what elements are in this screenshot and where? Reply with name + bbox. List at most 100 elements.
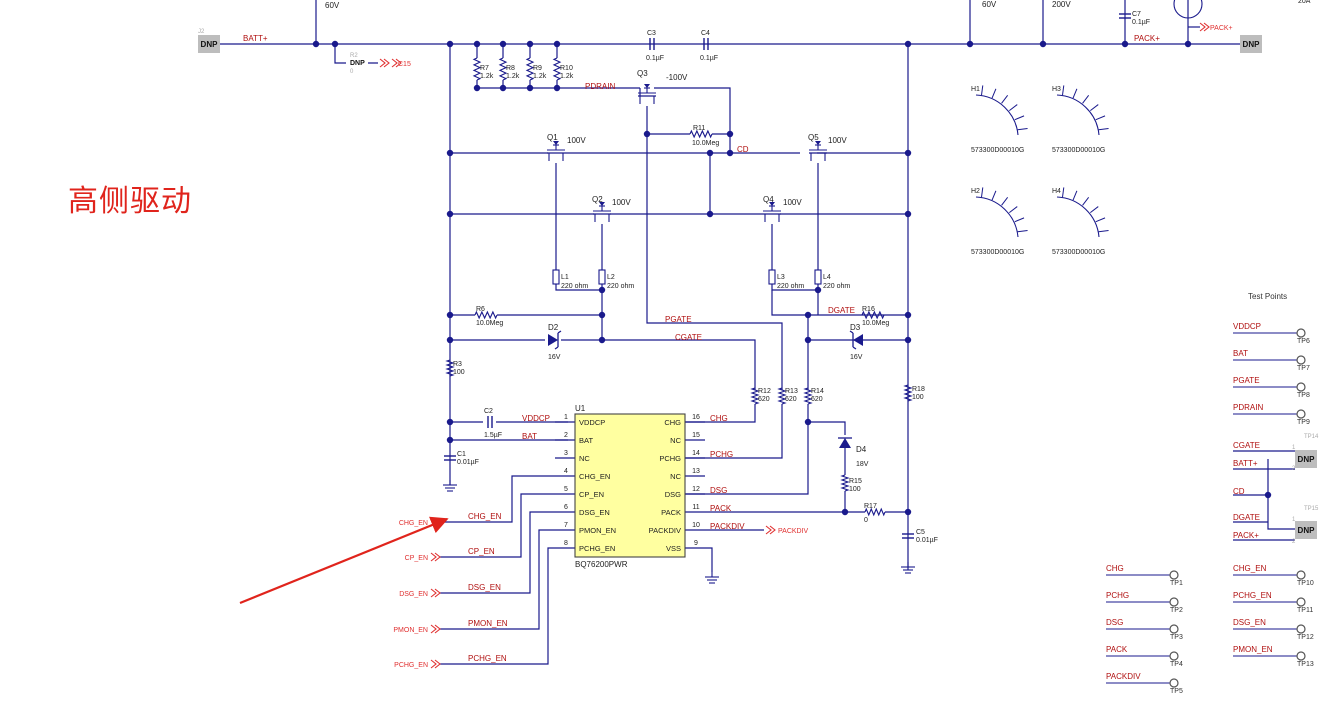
heatsink-fin — [980, 187, 984, 198]
c1-ground-icon — [443, 480, 457, 492]
pgate-net-label: PGATE — [665, 315, 692, 324]
junction-dot — [331, 40, 339, 48]
heatsink-ref: H4 — [1052, 188, 1061, 195]
mosfet-diode — [599, 202, 605, 206]
test-point-ref: TP13 — [1297, 661, 1314, 668]
chg-net-label: CHG — [710, 414, 728, 423]
wire — [685, 404, 809, 495]
voltage-label: 200V — [1052, 0, 1071, 9]
ic-pin-name: VSS — [666, 544, 681, 553]
test-point-ref: TP12 — [1297, 634, 1314, 641]
ic-pin-name: NC — [670, 436, 681, 445]
junction-dot — [841, 508, 849, 516]
r18-ref: R18 — [912, 386, 925, 393]
heatsink-fin — [1009, 104, 1018, 112]
r2-value: 0 — [350, 69, 354, 75]
inductor-l3 — [768, 269, 776, 285]
test-point-net: DSG_EN — [1233, 618, 1266, 627]
cd-test-net-label: CD — [1233, 487, 1245, 496]
dnp-label: DNP — [201, 40, 219, 49]
test-point-ref: TP1 — [1170, 580, 1183, 587]
junction-dot — [904, 508, 912, 516]
q5-voltage: 100V — [828, 136, 847, 145]
mosfet-diode — [644, 84, 650, 88]
dnp-block — [1295, 521, 1317, 539]
test-point-pad — [1169, 678, 1179, 688]
resistor-value: 1.2k — [533, 73, 547, 80]
test-point-net: PCHG_EN — [1233, 591, 1272, 600]
port-chg-en: CHG_EN — [399, 520, 428, 527]
r16-resistor — [861, 310, 885, 320]
dnp-net-label: BATT+ — [1233, 459, 1258, 468]
ic-pin-name: PCHG_EN — [579, 544, 615, 553]
resistor-ref: R7 — [480, 65, 489, 72]
r17-resistor — [864, 507, 886, 517]
heatsink-fin — [1001, 197, 1009, 206]
ic-pin-name: NC — [579, 454, 590, 463]
resistor-ref: R9 — [533, 65, 542, 72]
cgate-net-label: CGATE — [675, 333, 702, 342]
test-point-ref: TP3 — [1170, 634, 1183, 641]
wire — [654, 87, 731, 134]
r17-value: 0 — [864, 517, 868, 524]
heatsink-fin — [1061, 187, 1065, 198]
wire — [646, 134, 783, 390]
heatsink-fin — [1061, 85, 1065, 96]
inductor-value: 220 ohm — [607, 283, 634, 290]
test-point-ref: TP8 — [1297, 392, 1310, 399]
ic-pin-name: BAT — [579, 436, 593, 445]
r15-resistor — [840, 474, 850, 492]
test-point-net: PGATE — [1233, 376, 1260, 385]
r3-resistor — [445, 359, 455, 377]
r11-ref: R11 — [693, 125, 705, 132]
pdrain-net-label: PDRAIN — [585, 82, 615, 91]
resistor-r13 — [777, 387, 787, 405]
diode-body — [548, 334, 558, 346]
dnp-block — [198, 35, 220, 53]
test-point-tp12 — [1233, 624, 1306, 634]
d4-zener — [838, 437, 852, 448]
test-point-pad — [1296, 382, 1306, 392]
r11-value: 10.0Meg — [692, 140, 719, 147]
test-point-net: DSG — [1106, 618, 1123, 627]
test-point-net: PCHG — [1106, 591, 1129, 600]
resistor-value: 620 — [758, 396, 770, 403]
wire — [685, 404, 756, 423]
diode-bar — [554, 330, 562, 350]
c3-capacitor — [649, 38, 655, 50]
c7-value: 0.1µF — [1132, 19, 1150, 26]
port-cp-en: CP_EN — [405, 555, 428, 562]
c2-capacitor — [487, 416, 493, 428]
test-point-pad — [1296, 328, 1306, 338]
q4-mosfet — [763, 202, 781, 222]
inductor-value: 220 ohm — [561, 283, 588, 290]
batt-net-label: BATT+ — [243, 34, 268, 43]
dnp-label: DNP — [1298, 526, 1316, 535]
test-points-title: Test Points — [1248, 292, 1288, 301]
ic-pin-name: NC — [670, 472, 681, 481]
c1-ref: C1 — [457, 451, 466, 458]
inductor-l1 — [552, 269, 560, 285]
heatsink-fin — [1082, 197, 1090, 206]
packdiv-port-label: PACKDIV — [778, 528, 809, 535]
r6-ref: R6 — [476, 306, 485, 313]
test-point-net: CHG_EN — [1233, 564, 1267, 573]
test-point-ref: TP2 — [1170, 607, 1183, 614]
heatsink-arc — [1056, 196, 1100, 238]
r6-resistor — [474, 310, 498, 320]
c15-port-chevron-icon — [379, 58, 390, 68]
heatsink-h2 — [975, 187, 1028, 238]
resistor-ref: R13 — [785, 388, 798, 395]
dnp-block — [1295, 450, 1317, 468]
port-pmon-en: PMON_EN — [393, 627, 428, 634]
vddcp-net-label: VDDCP — [522, 414, 550, 423]
port-chevron-icon — [430, 552, 441, 562]
dnp-tp14 — [1295, 450, 1317, 468]
diode-body — [853, 334, 863, 346]
inductor-l4 — [814, 269, 822, 285]
ic-pin-number: 15 — [692, 432, 700, 439]
c5-capacitor — [902, 533, 914, 539]
test-point-net: CHG — [1106, 564, 1124, 573]
wire — [1267, 459, 1295, 530]
wire — [771, 290, 808, 316]
